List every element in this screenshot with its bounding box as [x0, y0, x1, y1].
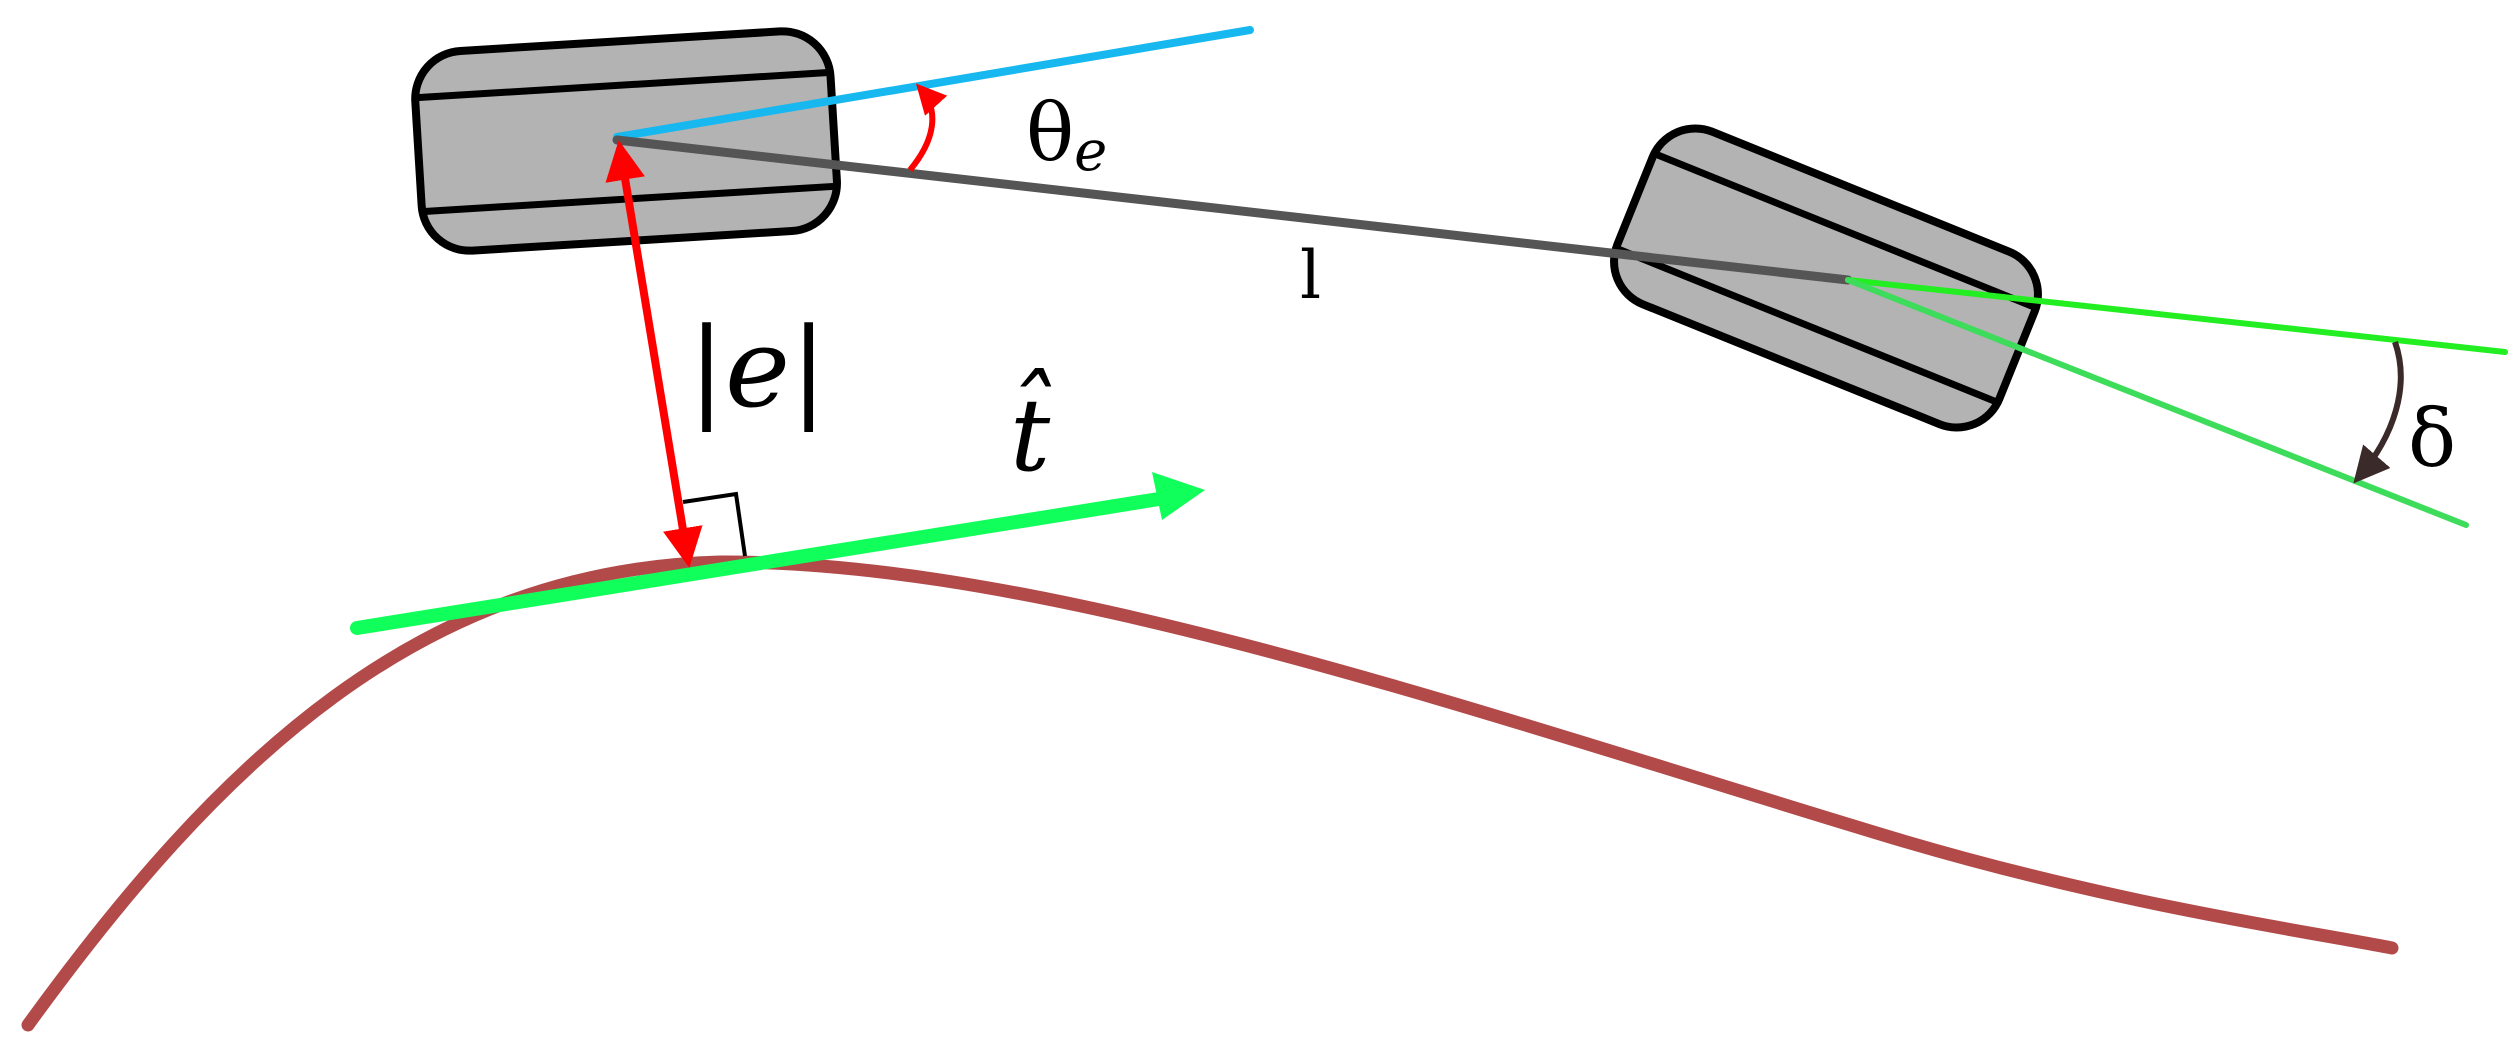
tangent-arrowhead: [1152, 472, 1205, 520]
heading-error-label: θe: [1026, 86, 1107, 184]
vehicle-heading-line: [613, 26, 1254, 141]
steering-angle-arc: [2353, 341, 2404, 484]
heading-error-arc: [907, 83, 948, 172]
front-wheel-direction-line: [1845, 277, 2469, 528]
cross-track-error-label: |e|: [688, 304, 827, 432]
wheelbase-label: l: [1300, 237, 1321, 314]
cross-track-error-arrow: [605, 140, 703, 568]
tangent-label: t̂: [1010, 368, 1052, 494]
tangent-line: [350, 491, 1172, 635]
steering-angle-label: δ: [2408, 392, 2456, 485]
reference-path-curve: [21, 555, 2399, 1032]
wheelbase-line: [612, 135, 1853, 285]
right-angle-marker: [682, 491, 747, 557]
front-heading-line: [1845, 277, 2508, 355]
